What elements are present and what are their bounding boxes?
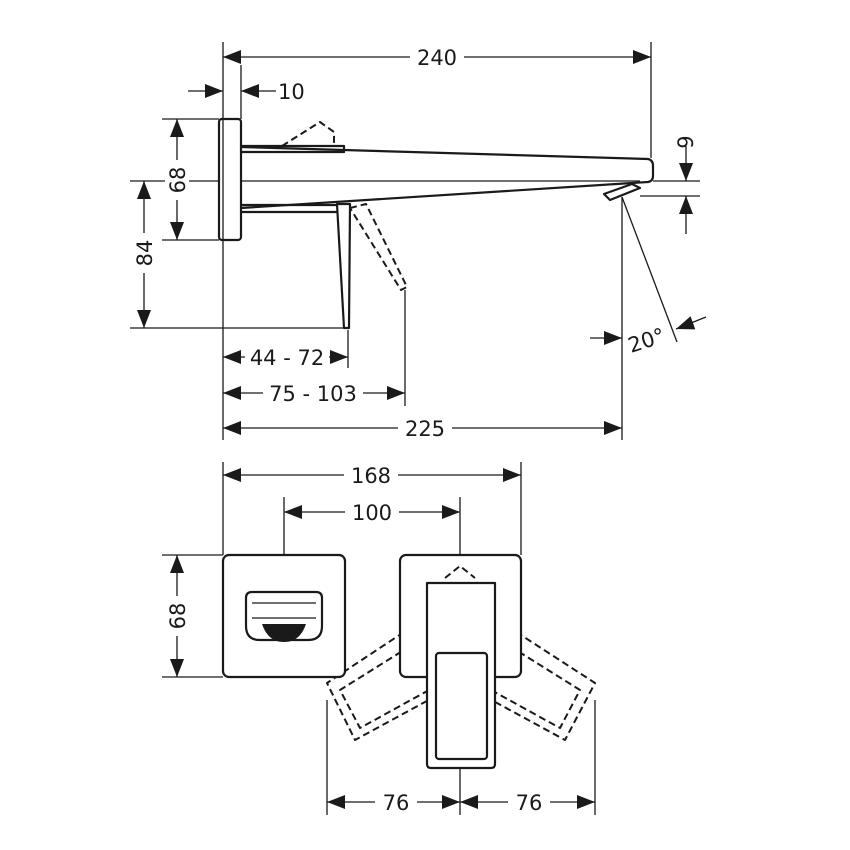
dim-76-left: 76	[327, 789, 460, 815]
lever-swung-left-inner	[339, 639, 441, 729]
dim-84: 84	[132, 181, 157, 328]
lever-swung-left-dashed	[326, 625, 448, 741]
front-view: 168 100 68 76	[162, 462, 596, 815]
spout-plate	[221, 553, 347, 679]
dim-label-168: 168	[351, 464, 391, 488]
dim-10: 10	[188, 80, 305, 104]
dim-168: 168	[223, 462, 521, 488]
side-view: 240 10 68 84	[130, 42, 707, 441]
lever-front	[425, 581, 497, 770]
spout-aerator-front	[262, 624, 306, 642]
spray-line-angled	[621, 196, 678, 343]
lever-front-face	[434, 651, 489, 761]
dim-9: 9	[674, 135, 698, 234]
dim-240: 240	[223, 44, 651, 70]
dim-label-9: 9	[674, 135, 698, 148]
dim-label-225: 225	[405, 417, 445, 441]
upper-rosette	[239, 144, 346, 154]
dim-label-84: 84	[133, 240, 157, 267]
spout-body	[239, 145, 655, 210]
lever-top-dashed	[444, 565, 476, 579]
dim-225: 225	[223, 415, 622, 441]
spout-outlet	[244, 590, 324, 642]
dim-label-76-left: 76	[383, 791, 410, 815]
dim-44-72: 44 - 72	[223, 344, 348, 370]
dim-label-10: 10	[278, 80, 305, 104]
lever-swung-dashed	[349, 203, 408, 291]
dim-label-76-right: 76	[516, 791, 543, 815]
handle-ghost-dashed	[281, 121, 335, 147]
lever	[335, 202, 352, 330]
dim-label-68-front: 68	[166, 603, 190, 630]
dim-68-side: 68	[165, 119, 190, 240]
dim-label-20-deg: 20°	[625, 323, 668, 357]
dim-68-front: 68	[165, 555, 190, 677]
wall-plate	[217, 117, 243, 242]
dim-label-75-103: 75 - 103	[269, 382, 357, 406]
dim-100: 100	[284, 499, 460, 525]
dim-75-103: 75 - 103	[223, 380, 405, 406]
lever-swung-right-dashed	[472, 625, 596, 741]
dim-label-240: 240	[417, 46, 457, 70]
dim-angle-20: 20°	[590, 316, 707, 358]
dim-label-68-side: 68	[166, 167, 190, 194]
dim-label-44-72: 44 - 72	[250, 346, 324, 370]
spout-aerator	[602, 182, 642, 202]
lever-swung-right-inner	[479, 639, 581, 729]
dim-label-100: 100	[352, 501, 392, 525]
dim-76-right: 76	[460, 789, 595, 815]
lower-rosette	[239, 203, 346, 214]
